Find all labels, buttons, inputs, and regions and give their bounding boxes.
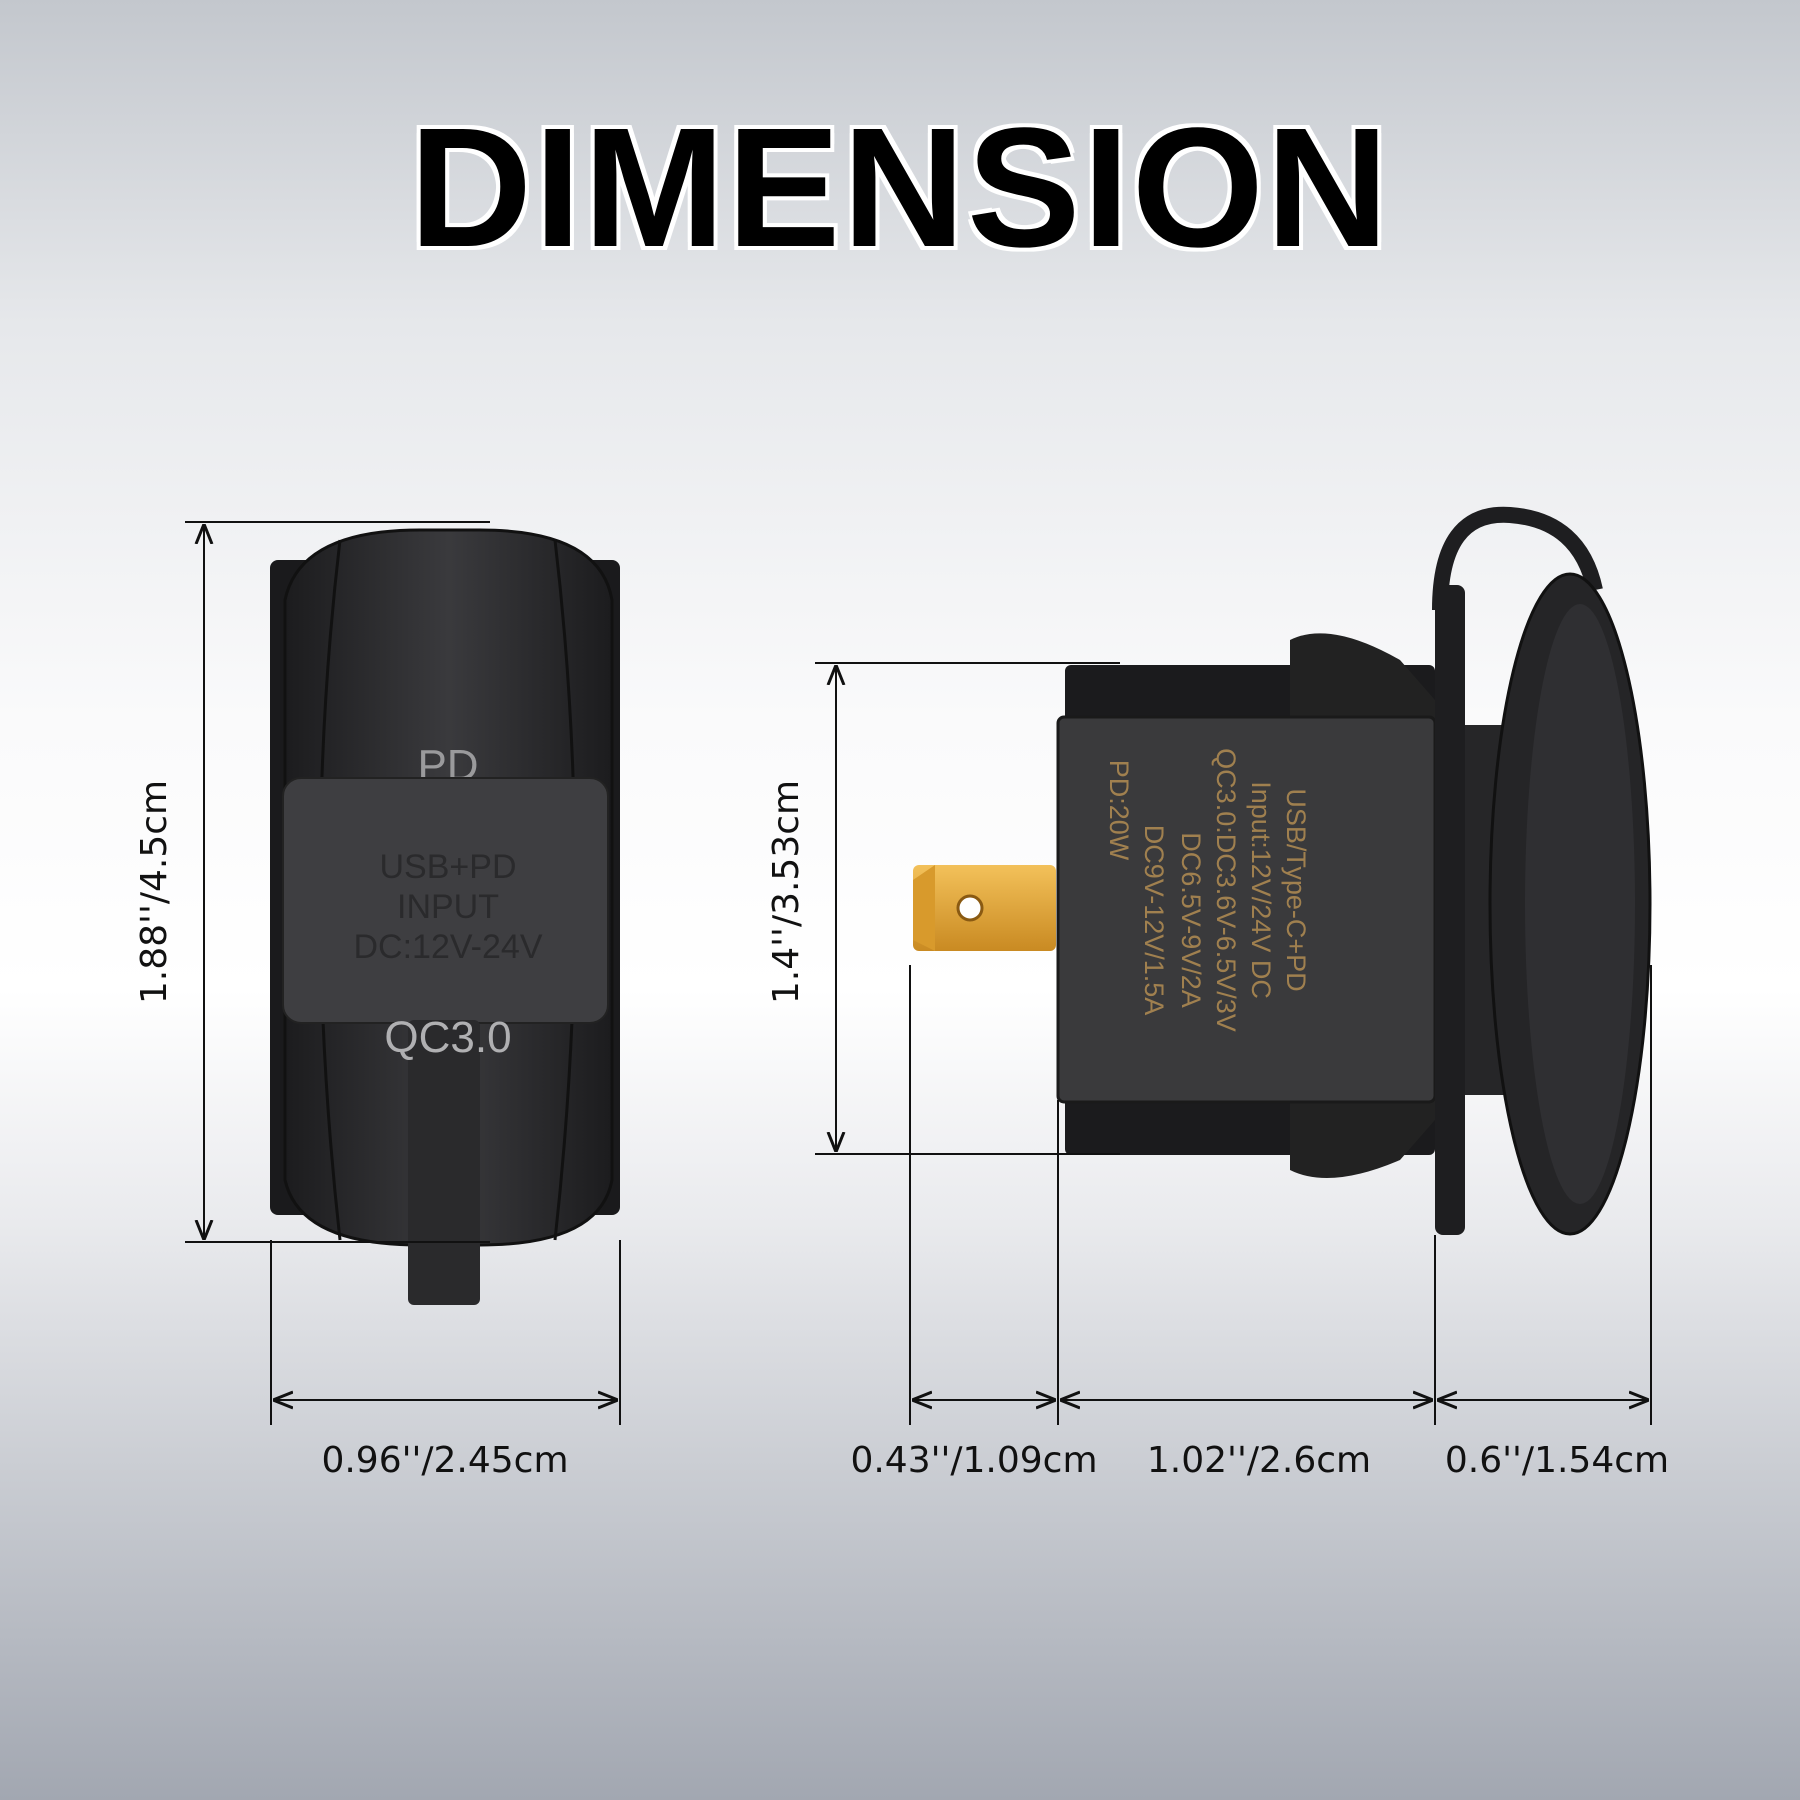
qc-badge: QC3.0: [384, 1013, 511, 1062]
terminal-length-label: 0.43''/1.09cm: [850, 1440, 1097, 1481]
cover-text-line: INPUT: [397, 888, 499, 926]
spade-terminal: [913, 865, 1056, 951]
dust-cover: USB+PD INPUT DC:12V-24V: [282, 777, 609, 1305]
side-view-device: USB/Type-C+PD Input:12V/24V DC QC3.0:DC3…: [913, 506, 1652, 1236]
front-width-dimension: [270, 1240, 621, 1425]
cap-length-label: 0.6''/1.54cm: [1445, 1440, 1669, 1481]
side-width-dimensions: [909, 965, 1652, 1425]
side-height-label: 1.4''/3.53cm: [766, 780, 807, 1004]
spec-line: QC3.0:DC3.6V-6.5V/3V: [1211, 748, 1241, 1032]
terminal-hole: [956, 894, 984, 922]
page-title: DIMENSION: [409, 93, 1391, 283]
cap-tether: [1432, 506, 1603, 611]
front-height-label: 1.88''/4.5cm: [134, 780, 175, 1004]
spec-line: Input:12V/24V DC: [1246, 781, 1276, 999]
spec-line: USB/Type-C+PD: [1281, 788, 1311, 991]
cover-text-line: DC:12V-24V: [354, 928, 543, 966]
front-view-device: PD USB+PD INPUT DC:12V-24V QC3.0: [270, 528, 620, 1305]
spec-label: USB/Type-C+PD Input:12V/24V DC QC3.0:DC3…: [1104, 748, 1311, 1032]
body-length-label: 1.02''/2.6cm: [1147, 1440, 1371, 1481]
front-width-label: 0.96''/2.45cm: [321, 1440, 568, 1481]
spec-line: DC6.5V-9V/2A: [1176, 832, 1206, 1008]
side-height-dimension: [815, 662, 1120, 1155]
front-height-dimension: [185, 521, 490, 1243]
spec-line: PD:20W: [1104, 760, 1134, 861]
cover-text-line: USB+PD: [380, 848, 517, 886]
spec-line: DC9V-12V/1.5A: [1139, 825, 1169, 1016]
